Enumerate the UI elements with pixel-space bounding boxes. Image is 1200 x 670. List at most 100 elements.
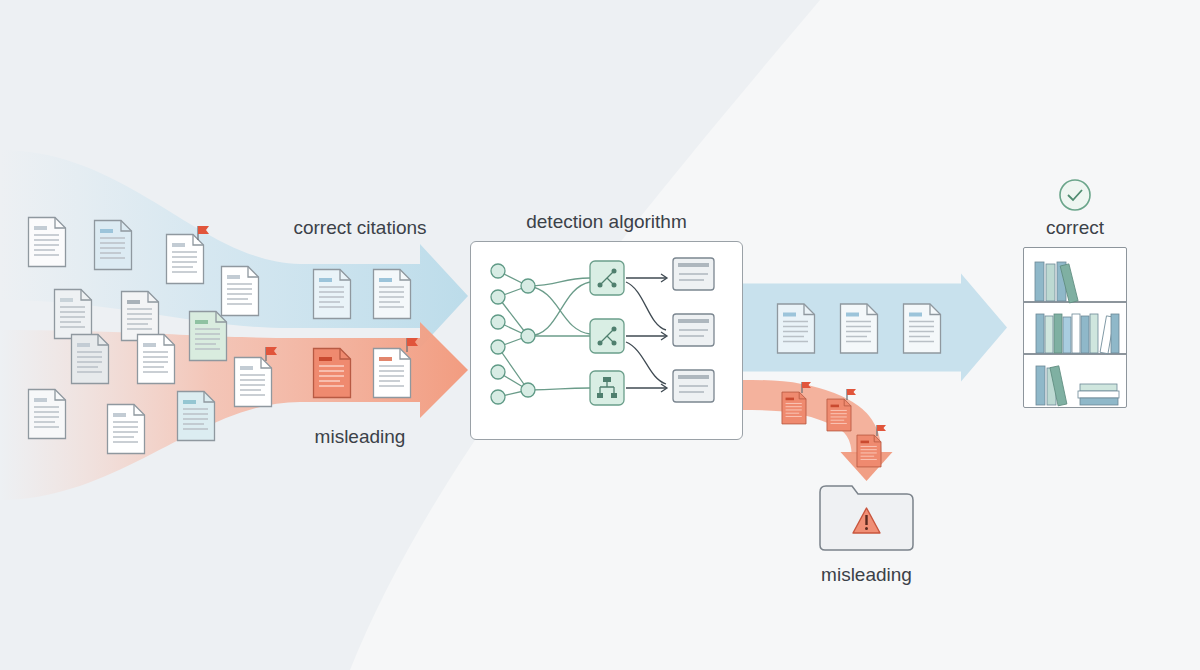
bookshelf — [1060, 264, 1078, 303]
network-line — [528, 278, 590, 286]
processing-block — [612, 283, 617, 288]
flow-arrow — [626, 277, 666, 278]
processing-block — [611, 393, 617, 398]
processing-block — [612, 341, 617, 346]
document-icon — [235, 358, 272, 407]
flow-arrow — [661, 384, 667, 392]
flow-arrow — [626, 335, 666, 336]
network-node — [491, 340, 505, 354]
network-line — [528, 335, 590, 336]
document-icon — [374, 349, 411, 398]
flag-marker — [877, 425, 886, 431]
flag-marker — [877, 425, 886, 436]
input-band — [0, 150, 468, 348]
flow-connector — [743, 274, 1007, 382]
folder-outline — [818, 484, 915, 552]
input-band — [0, 322, 468, 500]
flow-arrow — [661, 274, 667, 282]
folder-outline — [820, 486, 913, 550]
document-icon — [778, 304, 815, 353]
network-node — [521, 383, 535, 397]
processing-block — [590, 319, 624, 353]
process-box: detection algorithm — [470, 241, 743, 440]
bookshelf — [1080, 398, 1118, 405]
document-icon — [841, 304, 878, 353]
flag-marker — [802, 382, 886, 436]
bookshelf — [1081, 316, 1089, 353]
result-panel — [673, 258, 714, 402]
flow-connector — [743, 274, 1007, 382]
bookshelf — [1054, 314, 1062, 353]
bookshelf — [1024, 302, 1126, 354]
processing-block — [598, 341, 603, 346]
document-icon — [122, 292, 159, 341]
network-node — [491, 264, 505, 278]
background-panel — [350, 0, 1200, 670]
flag-marker — [198, 226, 209, 234]
bookshelf — [1080, 384, 1117, 391]
flag-marker — [847, 389, 856, 395]
warning-icon — [865, 515, 867, 525]
bookshelf — [1100, 316, 1114, 354]
processing-block — [590, 261, 624, 295]
document-icon — [314, 270, 351, 319]
bookshelf — [1046, 264, 1055, 301]
connector-layer — [743, 274, 1007, 482]
band-label: misleading — [315, 426, 406, 448]
processing-block — [598, 283, 603, 288]
input-band — [0, 322, 468, 500]
network-node — [491, 290, 505, 304]
processing-block — [600, 329, 614, 343]
node-title: misleading — [821, 564, 912, 586]
network-node — [491, 365, 505, 379]
flag-marker — [266, 347, 277, 355]
flow-arrow — [626, 274, 667, 392]
bookshelf — [1090, 314, 1098, 353]
document-icon — [778, 304, 941, 467]
processing-block — [612, 327, 617, 332]
flow-arrow — [626, 387, 666, 388]
warning-icon — [853, 508, 880, 533]
processing-block — [590, 261, 624, 405]
processing-block — [600, 271, 614, 285]
bookshelf — [1035, 262, 1044, 301]
document-icon — [55, 290, 92, 339]
document-icon — [167, 235, 204, 284]
result-panel — [673, 370, 714, 402]
flow-connector — [743, 395, 867, 454]
result-panel — [673, 258, 714, 290]
bookshelf — [1024, 262, 1126, 406]
network-node — [521, 279, 535, 293]
flag-marker — [802, 382, 811, 388]
flag-marker — [198, 226, 418, 361]
flow-arrow — [661, 332, 667, 340]
bookshelf — [1072, 314, 1080, 353]
processing-block — [590, 371, 624, 405]
flag-marker — [407, 338, 418, 346]
warning-icon — [865, 527, 868, 530]
document-icon — [138, 335, 175, 384]
check-icon — [1060, 180, 1090, 210]
flag-marker — [876, 425, 877, 436]
network-line — [528, 388, 590, 390]
flow-arrow — [626, 282, 666, 330]
document-icon — [222, 267, 259, 316]
network-line — [498, 271, 528, 397]
node-title: detection algorithm — [526, 211, 687, 233]
bookshelf — [1057, 262, 1066, 301]
flag-marker — [801, 382, 802, 393]
network-line — [498, 271, 590, 397]
document-icon — [108, 405, 145, 454]
document-icon — [178, 392, 215, 441]
processing-block — [612, 269, 617, 274]
bookshelf — [1047, 368, 1056, 405]
result-panel — [678, 265, 709, 377]
processing-block — [597, 393, 603, 398]
bookshelf-box: correct — [1023, 247, 1127, 408]
bookshelf — [1045, 316, 1053, 353]
arrow-head — [841, 452, 893, 481]
bookshelf — [1036, 366, 1045, 405]
check-icon — [1060, 180, 1090, 210]
input-band — [0, 150, 468, 348]
document-icon — [95, 221, 132, 270]
